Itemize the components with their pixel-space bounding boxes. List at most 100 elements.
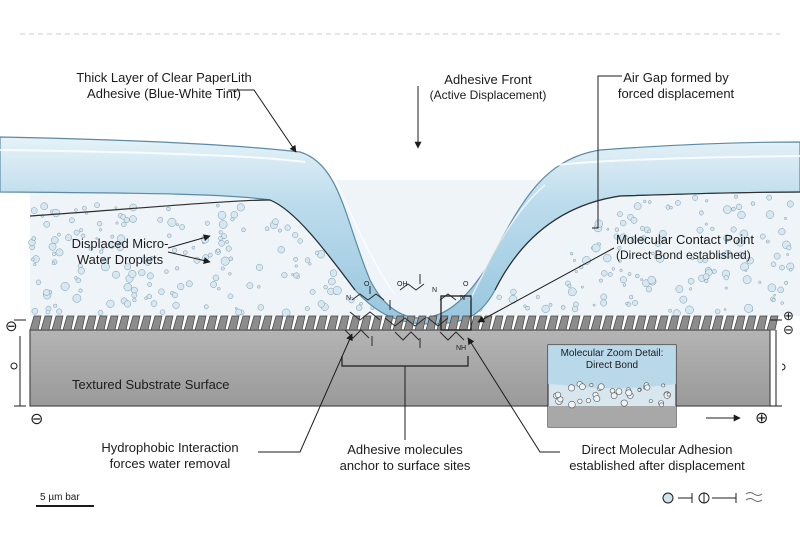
svg-text:O: O xyxy=(463,281,469,288)
substrate-ridge xyxy=(766,315,779,331)
substrate-ridge xyxy=(315,315,328,331)
water-droplet xyxy=(55,248,64,257)
zoom-molecule xyxy=(610,392,618,400)
minus-symbol-left-top: ⊖ xyxy=(5,318,18,335)
zoom-molecule xyxy=(589,383,594,387)
substrate-ridge xyxy=(568,315,581,331)
water-droplet xyxy=(630,216,638,224)
water-droplet xyxy=(740,262,749,272)
substrate-ridge xyxy=(491,315,504,331)
water-droplet xyxy=(52,251,57,256)
water-droplet xyxy=(603,253,612,263)
substrate-ridge xyxy=(700,315,713,331)
water-droplet xyxy=(535,295,540,299)
water-droplet xyxy=(640,225,645,231)
water-droplet xyxy=(304,257,311,263)
substrate-ridge xyxy=(535,315,548,331)
zoom-molecule xyxy=(554,391,562,399)
zoom-substrate xyxy=(548,406,676,427)
water-droplet xyxy=(216,248,221,253)
label-contact-point: Molecular Contact Point (Direct Bond est… xyxy=(616,232,755,262)
water-droplet xyxy=(685,305,694,315)
water-droplet xyxy=(277,228,282,233)
water-droplet xyxy=(687,277,695,285)
substrate-ridge xyxy=(678,315,691,331)
water-droplet xyxy=(323,285,328,290)
water-droplet xyxy=(218,220,228,229)
zoom-molecule xyxy=(579,383,586,391)
water-droplet xyxy=(601,270,608,277)
zoom-molecule xyxy=(593,395,601,402)
water-droplet xyxy=(79,228,84,233)
water-droplet xyxy=(218,240,225,247)
substrate-ridge xyxy=(348,315,361,331)
water-droplet xyxy=(737,210,746,220)
water-droplet xyxy=(225,245,232,252)
water-droplet xyxy=(704,222,708,226)
water-droplet xyxy=(308,262,312,266)
interface-line-left xyxy=(29,199,356,291)
water-droplet xyxy=(765,210,775,219)
water-droplet xyxy=(525,305,530,311)
plus-symbol-right-bottom: ⊕ xyxy=(755,410,769,427)
substrate-ridge xyxy=(205,315,218,331)
water-droplet xyxy=(723,205,732,214)
water-droplet xyxy=(359,301,363,306)
water-droplet xyxy=(158,288,165,295)
substrate-ridge xyxy=(117,315,130,331)
contact-point-box xyxy=(440,295,472,331)
substrate-ridge xyxy=(73,315,86,331)
water-droplet xyxy=(714,308,721,315)
zoom-molecule xyxy=(567,384,575,392)
water-droplet xyxy=(167,217,177,227)
water-droplet xyxy=(773,293,776,297)
water-droplet xyxy=(40,202,48,210)
water-droplet xyxy=(592,303,596,307)
substrate-ridge xyxy=(579,315,592,331)
zoom-molecule xyxy=(666,392,671,397)
substrate-ridge xyxy=(601,315,614,331)
water-droplet xyxy=(698,210,704,216)
water-droplet xyxy=(281,308,291,318)
water-droplet xyxy=(614,227,620,232)
water-droplet xyxy=(112,270,120,279)
water-droplet xyxy=(613,233,620,240)
substrate-ridge xyxy=(722,315,735,331)
substrate-ridge xyxy=(161,315,174,331)
water-droplet xyxy=(57,232,61,237)
substrate-ridge xyxy=(634,315,647,331)
label-zoom-detail: Molecular Zoom Detail: Direct Bond xyxy=(560,348,664,372)
substrate-ridge xyxy=(62,315,75,331)
substrate-ridge xyxy=(150,315,163,331)
substrate-ridge xyxy=(480,315,493,331)
water-droplet xyxy=(710,226,715,231)
substrate-ridge xyxy=(51,315,64,331)
substrate-ridge xyxy=(249,315,262,331)
water-droplet xyxy=(731,207,736,212)
water-droplet xyxy=(765,239,770,244)
water-droplet xyxy=(230,217,235,222)
water-droplet xyxy=(647,200,652,204)
water-droplet xyxy=(88,246,93,251)
water-droplet xyxy=(654,240,661,247)
water-droplet xyxy=(651,251,655,256)
zoom-molecule xyxy=(661,383,666,388)
water-droplet xyxy=(786,245,792,251)
water-droplet xyxy=(723,308,727,311)
water-droplet xyxy=(675,200,681,206)
water-droplet xyxy=(640,278,643,281)
water-droplet xyxy=(570,252,574,256)
water-droplet xyxy=(560,305,566,310)
droplet-region xyxy=(30,180,800,316)
water-droplet xyxy=(72,293,82,303)
water-droplet xyxy=(766,194,773,201)
water-droplet xyxy=(218,236,223,241)
zoom-molecule xyxy=(625,389,633,397)
zoom-molecule xyxy=(644,384,651,391)
water-droplet xyxy=(730,226,737,233)
water-droplet xyxy=(574,270,578,274)
water-droplet xyxy=(171,292,178,299)
left-dimension xyxy=(10,319,26,407)
water-droplet xyxy=(146,293,152,300)
water-droplet xyxy=(567,287,577,297)
